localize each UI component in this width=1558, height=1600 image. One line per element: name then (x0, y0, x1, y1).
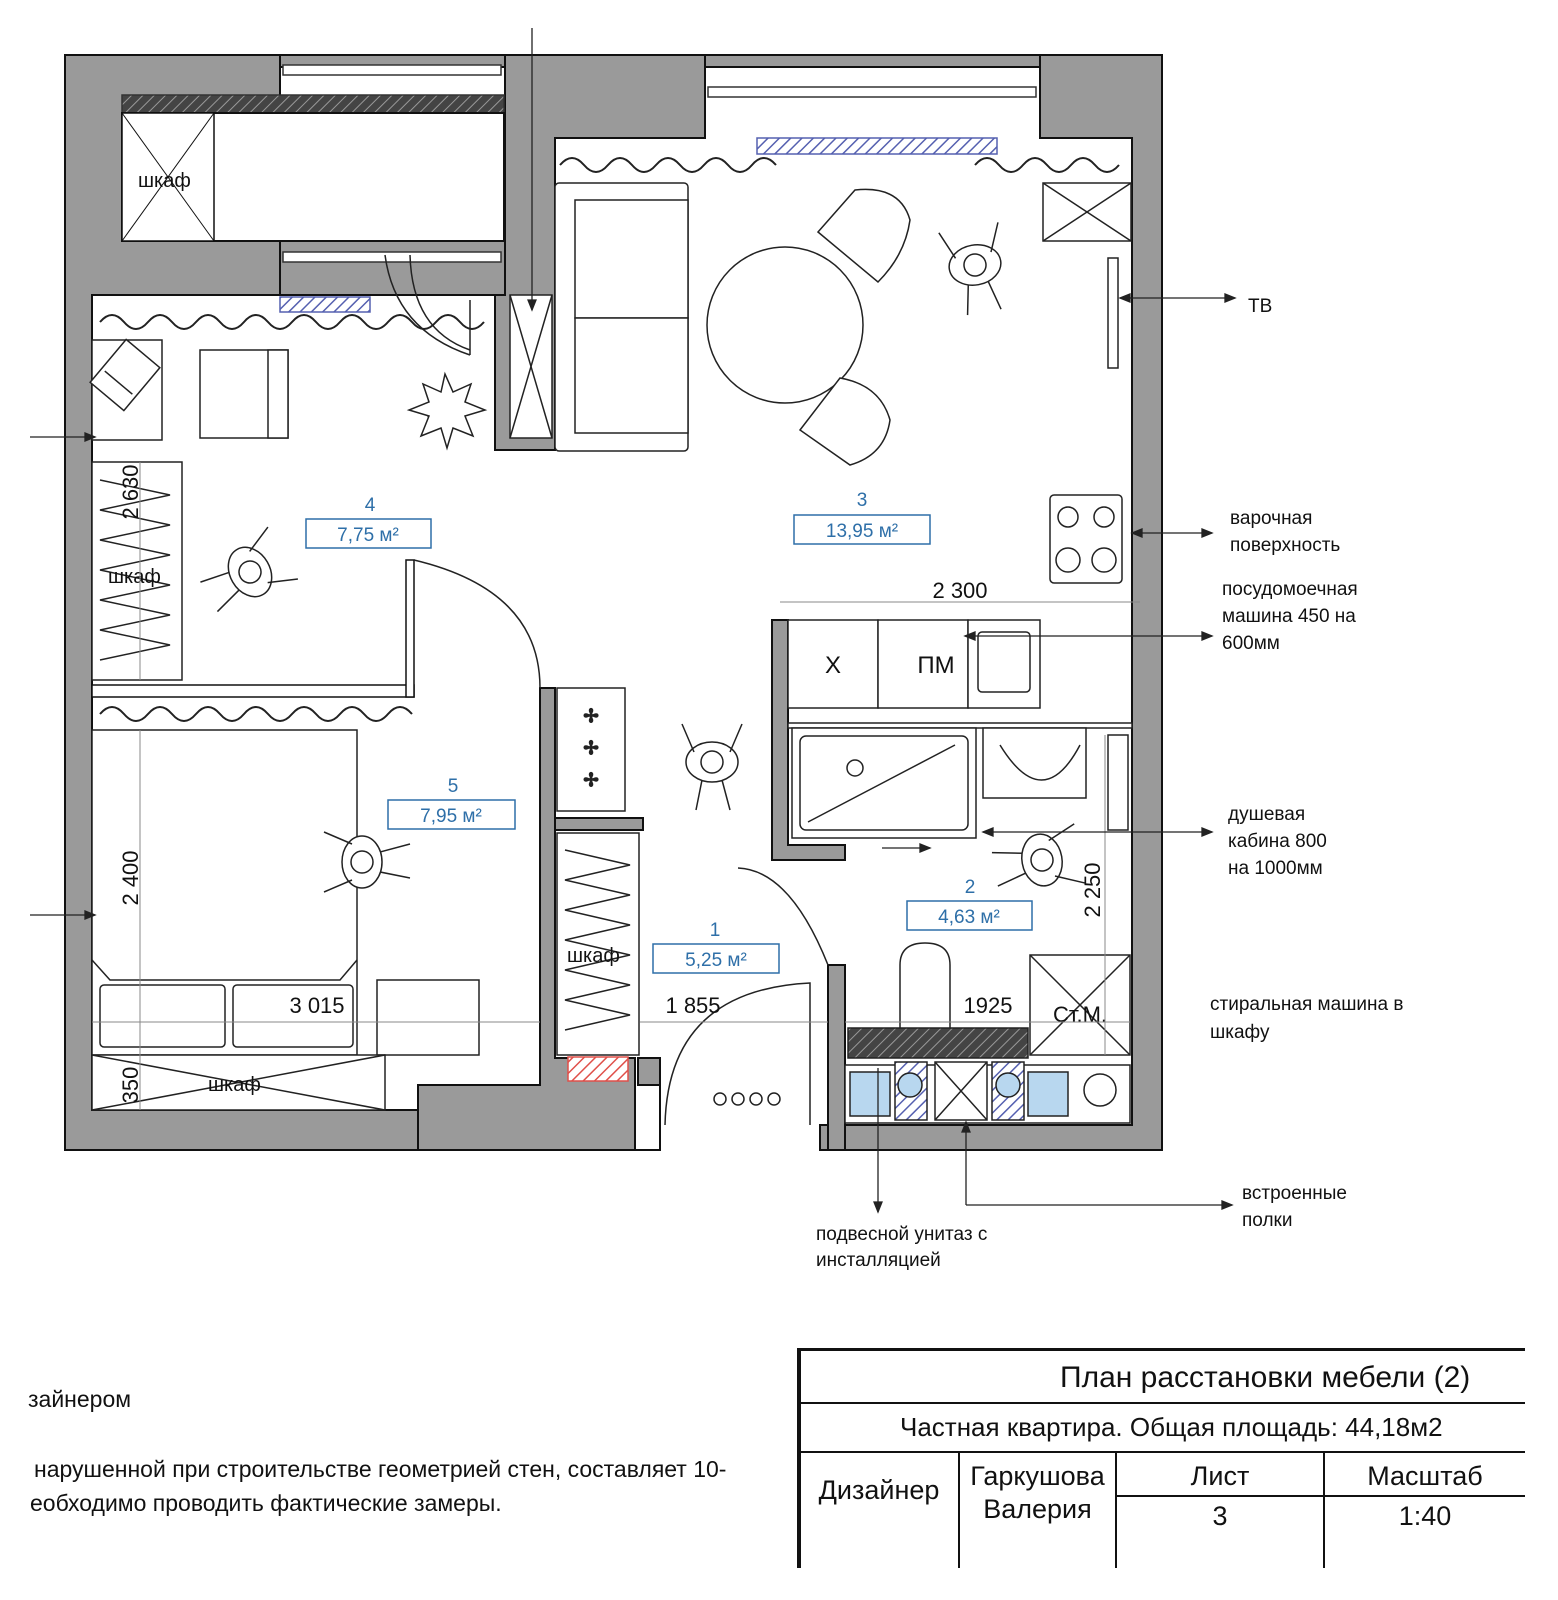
room4-area: 7,75 м² (337, 525, 399, 546)
dishwasher-callout-1: посудомоечная (1222, 579, 1358, 600)
note-line-1: зайнером (28, 1386, 132, 1412)
tb-scale-value: 1:40 (1398, 1501, 1452, 1531)
dimension-lines (92, 462, 1140, 1110)
shower-callout-2: кабина 800 (1228, 831, 1327, 852)
toilet-callout-2: инсталляцией (816, 1250, 941, 1271)
dim-closet-depth: 350 (118, 1067, 143, 1104)
entrance-door (664, 982, 811, 1126)
room5-area: 7,95 м² (420, 806, 482, 827)
installation-box (847, 1027, 1029, 1059)
kitchen-furniture (509, 182, 1132, 709)
room-labels: 4 7,75 м² 3 13,95 м² 5 7,95 м² 2 4,63 м²… (305, 490, 1033, 974)
svg-text:✢: ✢ (583, 770, 598, 790)
hob-callout-2: поверхность (1230, 535, 1340, 556)
room1-number: 1 (710, 920, 721, 941)
hall-wardrobe-label: шкаф (567, 945, 620, 967)
room5-wardrobe-label: шкаф (208, 1074, 261, 1096)
curtains (99, 157, 1120, 722)
room3-area: 13,95 м² (826, 521, 898, 542)
floor-plan: шкаф шкаф (30, 28, 1403, 1271)
bathroom-door (737, 867, 829, 966)
dim-kitchen-width: 2 300 (932, 578, 987, 603)
washer-callout-2: шкафу (1210, 1022, 1270, 1043)
dimension-labels: 2 300 2 630 2 400 3 015 1 855 1925 2 250… (118, 464, 1105, 1103)
balcony-wardrobe-label: шкаф (138, 170, 191, 192)
tb-designer-name-1: Гаркушова (970, 1461, 1105, 1491)
room4-number: 4 (365, 495, 376, 516)
partition (91, 559, 415, 698)
room4-wardrobe-label: шкаф (108, 566, 161, 588)
hob-callout-1: варочная (1230, 508, 1312, 529)
tb-sheet-value: 3 (1212, 1501, 1228, 1531)
tb-scale-label: Масштаб (1367, 1461, 1483, 1491)
door-balcony (384, 254, 471, 356)
dishwasher-label: ПМ (917, 652, 954, 679)
tb-designer-name-2: Валерия (983, 1494, 1092, 1524)
room1-area: 5,25 м² (685, 950, 747, 971)
dishwasher-callout-3: 600мм (1222, 633, 1280, 654)
shelves-callout-2: полки (1242, 1210, 1292, 1231)
windows (121, 64, 1037, 263)
tv-callout: ТВ (1248, 296, 1272, 317)
tb-title: План расстановки мебели (2) (1060, 1361, 1471, 1394)
washer-callout-1: стиральная машина в (1210, 994, 1403, 1015)
dim-room5-width: 3 015 (289, 993, 344, 1018)
fridge-label: Х (825, 652, 841, 679)
door-room4 (413, 559, 541, 689)
svg-text:✢: ✢ (583, 706, 598, 726)
tb-subtitle: Частная квартира. Общая площадь: 44,18м2 (900, 1412, 1443, 1442)
radiators (279, 137, 998, 313)
dim-bath-width: 1925 (964, 993, 1013, 1018)
callout-texts: ТВ варочная поверхность посудомоечная ма… (816, 296, 1403, 1271)
note-line-3: еобходимо проводить фактические замеры. (30, 1490, 502, 1516)
svg-text:✢: ✢ (583, 738, 598, 758)
dim-bath-height: 2 250 (1080, 862, 1105, 917)
balcony-wardrobe: шкаф (121, 112, 215, 242)
washer-label: Ст.М. (1053, 1002, 1107, 1027)
room3-number: 3 (857, 490, 868, 511)
dim-room5-height: 2 400 (118, 850, 143, 905)
room2-number: 2 (965, 877, 976, 898)
callout-arrows (30, 28, 1237, 1214)
hall-furniture: ✢ ✢ ✢ (556, 687, 781, 1106)
tb-designer-label: Дизайнер (818, 1475, 940, 1505)
dim-room4-height: 2 630 (118, 464, 143, 519)
shower-callout-3: на 1000мм (1228, 858, 1323, 879)
tb-sheet-label: Лист (1190, 1461, 1250, 1491)
ventilation-shaft (567, 1056, 629, 1082)
shelves-callout-1: встроенные (1242, 1183, 1347, 1204)
room5-number: 5 (448, 776, 459, 797)
dim-hall-width: 1 855 (665, 993, 720, 1018)
bath-shelves (844, 1061, 1131, 1124)
room4-furniture (89, 254, 488, 681)
room2-area: 4,63 м² (938, 907, 1000, 928)
toilet-callout-1: подвесной унитаз с (816, 1224, 987, 1245)
bathroom-fixtures (787, 722, 1133, 1056)
room5-furniture (91, 729, 480, 1111)
shower-callout-1: душевая (1228, 804, 1305, 825)
note-line-2: нарушенной при строительстве геометрией … (34, 1456, 727, 1482)
dishwasher-callout-2: машина 450 на (1222, 606, 1356, 627)
